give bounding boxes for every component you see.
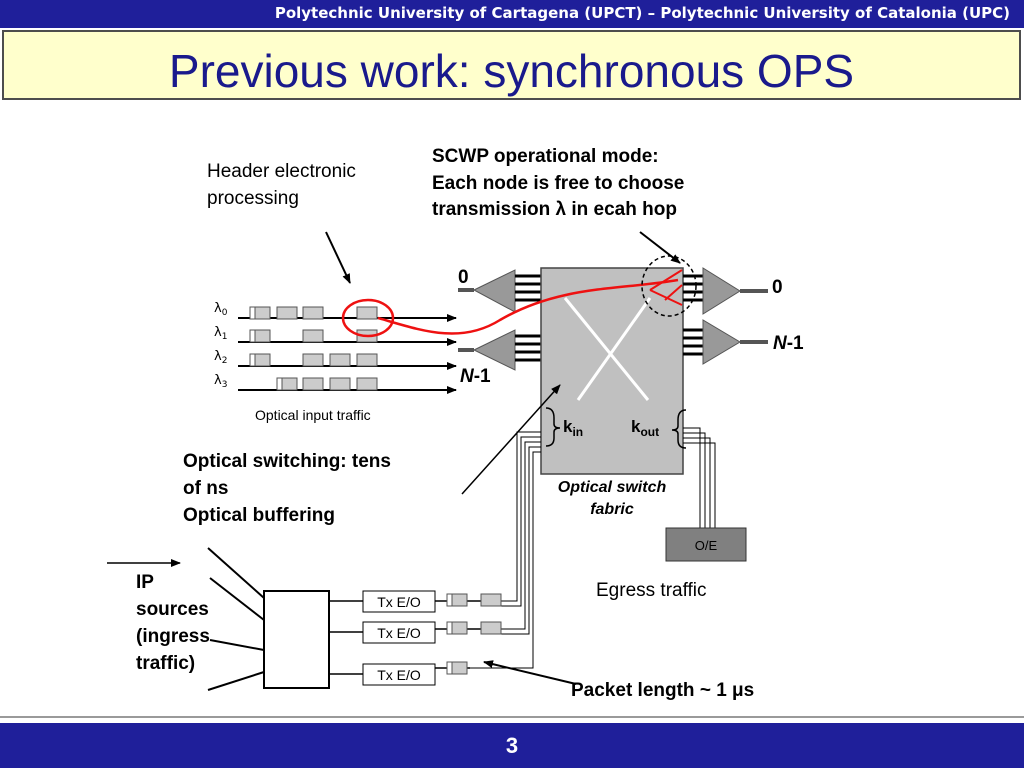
- footer-divider: [0, 716, 1024, 718]
- scwp-line-2: Each node is free to choose: [432, 173, 684, 194]
- scwp-dashed-circle: [641, 255, 697, 317]
- k-out-label: kout: [631, 417, 659, 439]
- packet-length-arrow: [483, 660, 577, 685]
- scwp-line-3: transmission λ in ecah hop: [432, 199, 677, 220]
- ip-sources-line-1: IP: [136, 572, 154, 593]
- lambda-3-label: λ3: [214, 373, 227, 390]
- optical-input-traffic-label: Optical input traffic: [255, 407, 371, 423]
- output-mux-top: [702, 267, 741, 315]
- wavelength-choice-arrows: [649, 269, 683, 306]
- optical-switch-fabric: [540, 267, 684, 475]
- tx-eo-label-3: Tx E/O: [377, 667, 421, 683]
- optical-switching-line-1: Optical switching: tens: [183, 451, 391, 472]
- output-mux-bottom: [702, 319, 741, 365]
- header-highlight-circle: [341, 298, 395, 338]
- lambda-1-label: λ1: [214, 325, 227, 342]
- header-bar: Polytechnic University of Cartagena (UPC…: [0, 0, 1024, 28]
- input-packets: [249, 306, 378, 391]
- output-fibers: [683, 274, 703, 356]
- tx-eo-label-1: Tx E/O: [377, 594, 421, 610]
- title-box: Previous work: synchronous OPS: [2, 30, 1021, 100]
- egress-lines: [683, 427, 716, 528]
- header-arrow: [325, 231, 351, 284]
- scwp-line-1: SCWP operational mode:: [432, 146, 659, 167]
- ip-fan-lines: [207, 547, 265, 691]
- output-port-n-label: N-1: [773, 333, 804, 354]
- input-demux-bottom: [472, 329, 516, 371]
- input-port-0-label: 0: [458, 267, 469, 288]
- scwp-arrow: [639, 231, 681, 264]
- egress-traffic-label: Egress traffic: [596, 580, 707, 601]
- lambda-0-label: λ0: [214, 301, 228, 318]
- page-number: 3: [505, 733, 519, 758]
- lambda-2-label: λ2: [214, 349, 227, 366]
- optical-switching-line-2: of ns: [183, 478, 228, 499]
- input-port-n-label: N-1: [460, 366, 491, 387]
- tx-eo-label-2: Tx E/O: [377, 625, 421, 641]
- tx-packet-markers: [446, 593, 453, 675]
- optical-buffering-line: Optical buffering: [183, 505, 335, 526]
- input-fibers: [515, 274, 541, 362]
- ip-sources-line-4: traffic): [136, 653, 195, 674]
- institution-header: Polytechnic University of Cartagena (UPC…: [274, 4, 1010, 22]
- oe-converter: [665, 527, 747, 562]
- tx-packets: [446, 593, 502, 675]
- footer-bar: 3: [0, 723, 1024, 768]
- ingress-node: [263, 590, 330, 689]
- output-port-0-label: 0: [772, 277, 783, 298]
- ingress-lines: [470, 431, 541, 669]
- tx-eo-box-2: [362, 621, 436, 644]
- k-in-label: kin: [563, 417, 583, 439]
- input-demux-top: [472, 269, 516, 313]
- tx-eo-box-3: [362, 663, 436, 686]
- optical-switching-arrow: [461, 384, 561, 495]
- switch-cross-2: [576, 297, 652, 401]
- header-processing-label-2: processing: [207, 188, 299, 209]
- k-in-brace: [545, 407, 561, 447]
- packet-length-label: Packet length ~ 1 μs: [571, 680, 754, 701]
- packet-markers: [249, 306, 283, 391]
- ops-diagram: Header electronic processing SCWP operat…: [107, 146, 804, 701]
- wavelength-labels: λ0 λ1 λ2 λ3: [214, 301, 228, 390]
- header-processing-label-1: Header electronic: [207, 161, 356, 182]
- node-to-tx-lines: [329, 600, 363, 675]
- switch-label-2: fabric: [590, 501, 634, 518]
- switch-label-1: Optical switch: [558, 479, 667, 496]
- ip-sources-line-2: sources: [136, 599, 209, 620]
- switch-cross-1: [563, 297, 650, 401]
- oe-label: O/E: [695, 538, 718, 553]
- packet-path: [377, 278, 679, 335]
- ip-sources-line-3: (ingress: [136, 626, 210, 647]
- k-out-brace: [671, 409, 687, 449]
- slide-title: Previous work: synchronous OPS: [168, 45, 855, 97]
